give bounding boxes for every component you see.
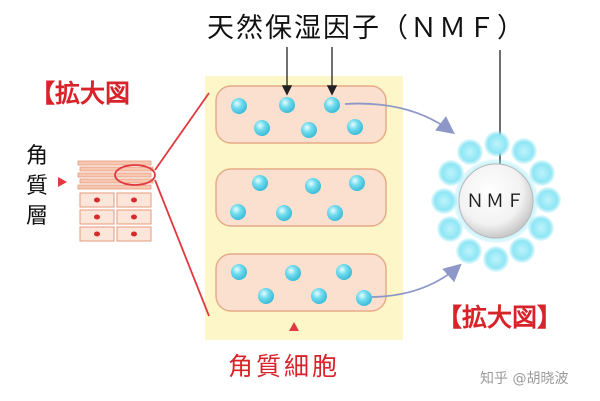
enlarged-label-right: 【拡大図】	[437, 303, 563, 332]
stratum-corneum-label: 角質層	[25, 144, 48, 229]
pointer-triangle-left	[58, 177, 67, 187]
nmf-core-label: ＮＭＦ	[466, 191, 526, 212]
pointer-triangle-bottom	[289, 322, 299, 331]
enlarged-label-left: 【拡大図	[30, 79, 131, 108]
nmf-enlarged-cluster	[431, 131, 561, 272]
watermark: 知乎 @胡晓波	[480, 371, 569, 387]
nmf-core	[458, 163, 534, 239]
corneocyte-cell	[215, 253, 387, 312]
highlight-ellipse	[114, 164, 156, 186]
diagram-title: 天然保湿因子（ＮＭＦ）	[207, 13, 526, 44]
zoom-line-bottom	[154, 179, 210, 317]
curved-arrow-bottom	[371, 263, 462, 298]
zoom-line-top	[154, 92, 210, 171]
corneocyte-cell	[215, 85, 387, 144]
curved-arrow-top	[344, 102, 455, 135]
corneocyte-cell	[215, 168, 387, 227]
corneocyte-label: 角質細胞	[228, 352, 341, 381]
